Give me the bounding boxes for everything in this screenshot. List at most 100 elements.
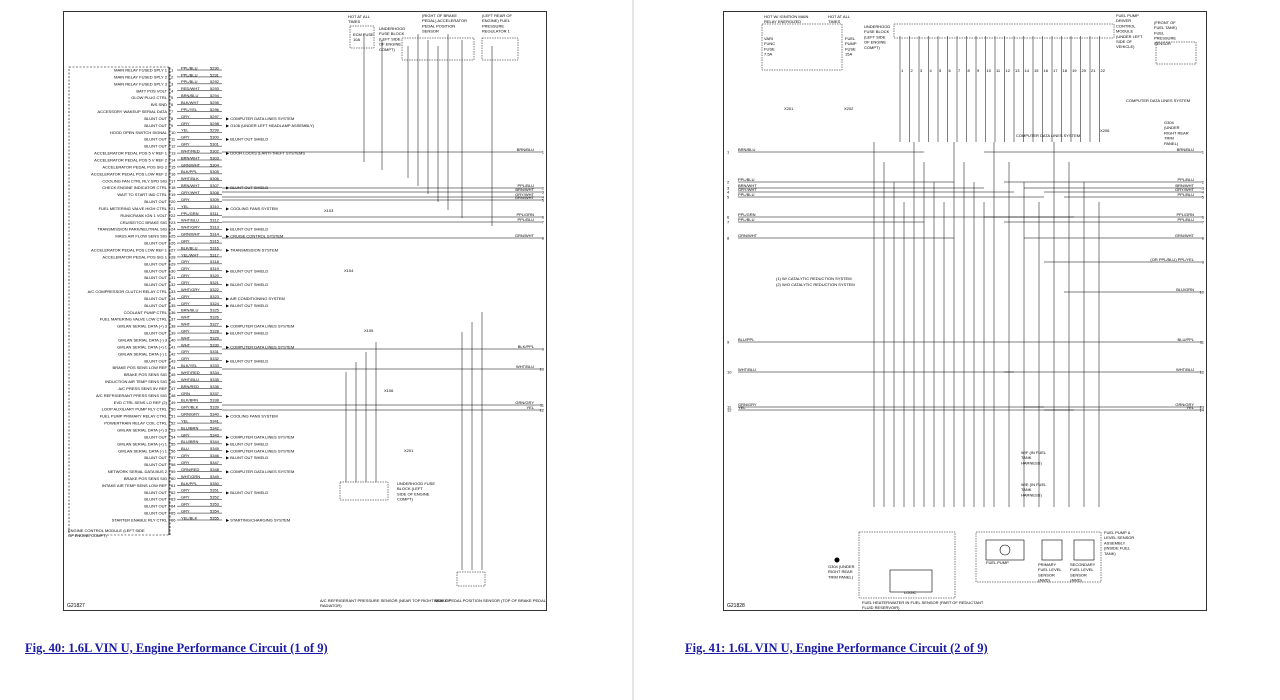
circuit-number: 5292 — [210, 79, 220, 84]
continuation-number: 1 — [727, 150, 730, 155]
circuit-number: 5341 — [210, 418, 220, 423]
circuit-number: 5337 — [210, 391, 220, 396]
system-callout: ▶ BLUNT OUT SHIELD — [226, 331, 268, 336]
ground-callout: TRIM — [1164, 136, 1174, 141]
wire-color-label: BLK/BRN — [181, 398, 198, 403]
wire-color-label: BRN/RED — [181, 384, 199, 389]
wire-color-label: YEL/WHT — [181, 252, 199, 257]
fuse-label: FUSE — [764, 46, 775, 51]
pin-number: 28 — [171, 254, 176, 259]
ecm-pin-label: MAIN RELAY FUSED SPLY 2 — [114, 74, 168, 79]
top-label: VEHICLE) — [1116, 44, 1135, 49]
module-label: ENGINE CONTROL MODULE (LEFT SIDE — [68, 528, 145, 533]
ecm-pin-label: BLUNT OUT — [144, 462, 167, 467]
top-label: PEDAL POSITION — [422, 23, 455, 28]
bottom-label: FUEL PUMP — [986, 560, 1009, 565]
ecm-pin-label: MAIN RELAY FUSED SPLY 3 — [114, 81, 168, 86]
system-callout: ▶ COMPUTER DATA LINES SYSTEM — [226, 469, 294, 474]
left-edge-wire-label: BRN/BLU — [738, 147, 755, 152]
module-connector-outline — [893, 23, 1115, 39]
ecm-pin-label: GMLAN SERIAL DATA (-) 1 — [118, 351, 168, 356]
continuation-number: 5 — [727, 195, 730, 200]
pin-number: 3 — [920, 68, 923, 73]
fuel-pump-motor-symbol — [999, 544, 1011, 556]
ecm-pin-label: MAIN RELAY FUSED SPLY 1 — [114, 68, 168, 73]
right-edge-wire-label: PPL/BLU — [1178, 217, 1195, 222]
figure-41-caption-link[interactable]: Fig. 41: 1.6L VIN U, Engine Performance … — [685, 641, 988, 655]
ecm-pin-label: BLUNT OUT — [144, 455, 167, 460]
right-edge-wire-label: BRN/BLU — [1177, 147, 1194, 152]
ecm-pin-label: STARTER ENABLE RLY CTRL — [112, 518, 168, 523]
top-label: TIMES — [348, 19, 361, 24]
figure-code: G21827 — [67, 603, 85, 609]
pin-number: 17 — [171, 178, 176, 183]
circuit-number: 5355 — [210, 515, 220, 520]
circuit-number: 5354 — [210, 508, 220, 513]
circuit-number: 5329 — [210, 335, 220, 340]
top-label: (LEFT SIDE — [864, 34, 886, 39]
ecm-pin-label: GMLAN SERIAL DATA (-) 1 — [118, 448, 168, 453]
pin-number: 51 — [171, 414, 176, 419]
continuation-number: 10 — [727, 370, 732, 375]
wire-color-label: WHT/GRN — [181, 474, 200, 479]
bottom-label: SECONDARY — [1070, 562, 1096, 567]
ecm-pin-label: BLUNT OUT — [144, 504, 167, 509]
wire-color-label: GRY — [181, 197, 190, 202]
ecm-pin-label: BLUNT OUT — [144, 123, 167, 128]
circuit-number: 5315 — [210, 238, 220, 243]
pin-number: 57 — [171, 455, 176, 460]
circuit-number: 5324 — [210, 301, 220, 306]
ecm-pin-label: B/S SND — [151, 102, 167, 107]
pin-number: 22 — [171, 213, 176, 218]
system-callout: ▶ COMPUTER DATA LINES SYSTEM — [226, 448, 294, 453]
top-label: REGULATOR 1 — [482, 29, 511, 34]
fuse-label: 10A — [353, 37, 360, 42]
ecm-pin-label: BLUNT OUT — [144, 275, 167, 280]
pin-number: 15 — [171, 164, 176, 169]
top-label: (UNDER LEFT — [1116, 34, 1143, 39]
connector-id: X201 — [404, 448, 414, 453]
system-callout: ▶ DOOR LOCKS & ANTI-THEFT SYSTEMS — [226, 151, 305, 156]
continuation-number: 13 — [1200, 405, 1205, 410]
wire-color-label: GRY — [181, 121, 190, 126]
ecm-pin-label: COOLING FAN CTRL RLY SPD SIG — [102, 178, 167, 183]
bottom-label: FUEL PUMP & — [1104, 530, 1131, 535]
ecm-pin-label: FUEL PUMP PRIMARY RELAY CTRL — [100, 414, 168, 419]
circuit-number: 5308 — [210, 190, 220, 195]
ecm-pin-label: ACCELERATOR PEDAL POS 5 V REF 2 — [94, 158, 168, 163]
harness-note: HARNESS) — [1021, 492, 1042, 497]
wire-color-label: GRN/WHT — [181, 232, 201, 237]
top-label: (LEFT REAR OF — [482, 13, 512, 18]
right-edge-wire-label: BRN/WHT — [515, 187, 534, 192]
top-label: FUEL TANK) — [1154, 25, 1177, 30]
bottom-label: (AWD) — [1070, 578, 1083, 583]
system-callout: ▶ COMPUTER DATA LINES SYSTEM — [226, 434, 294, 439]
left-edge-wire-label: BRN/WHT — [738, 183, 757, 188]
pin-number: 2 — [911, 68, 914, 73]
ecm-pin-label: BLUNT OUT — [144, 511, 167, 516]
wire-color-label: WHT/RED — [181, 148, 200, 153]
pin-number: 34 — [171, 296, 176, 301]
right-edge-wire-label: GRN/WHT — [1175, 233, 1195, 238]
wire-color-label: PPL/YEL — [181, 107, 198, 112]
figure-40-caption-link[interactable]: Fig. 40: 1.6L VIN U, Engine Performance … — [25, 641, 328, 655]
ecm-pin-label: WAIT TO START IND CTRL — [117, 192, 167, 197]
pin-number: 7 — [171, 109, 174, 114]
top-label: ENGINE) FUEL — [482, 18, 511, 23]
ecm-pin-label: BLUNT OUT — [144, 199, 167, 204]
circuit-number: 5319 — [210, 266, 220, 271]
circuit-number: 5330 — [210, 342, 220, 347]
ecm-pin-label: GMLAN SERIAL DATA (+) 3 — [117, 428, 168, 433]
circuit-number: 5345 — [210, 446, 220, 451]
wire-color-label: RED/WHT — [181, 86, 200, 91]
continuation-number: 8 — [727, 236, 730, 241]
wire-color-label: PPL/BLU — [181, 65, 198, 70]
circuit-number: 5321 — [210, 280, 220, 285]
circuit-number: 5333 — [210, 363, 220, 368]
wire-color-label: BRN/BLU — [181, 308, 198, 313]
pin-number: 14 — [171, 158, 176, 163]
pin-number: 11 — [996, 68, 1001, 73]
fuse-label: 7.5A — [764, 52, 773, 57]
